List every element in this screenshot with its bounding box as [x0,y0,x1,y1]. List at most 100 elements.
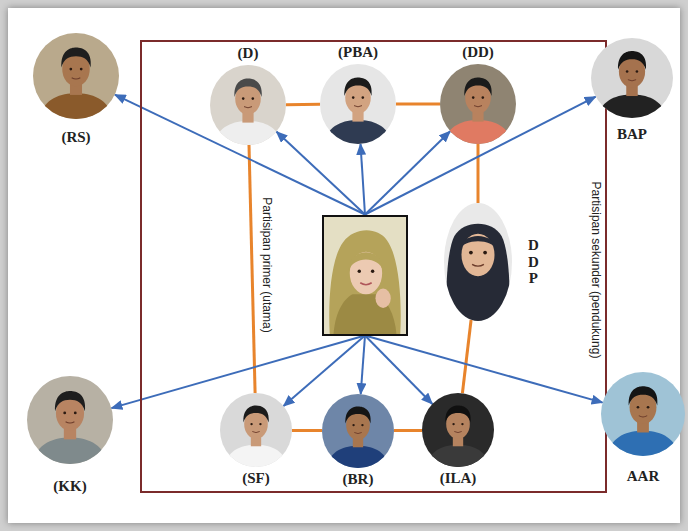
eye [452,423,454,425]
mouth [639,416,647,417]
eye [74,412,77,415]
eye [69,68,72,71]
eye [626,70,629,73]
group-label: Partisipan primer (utama) [259,197,273,332]
participant-node: (KK) [27,376,113,495]
shoulders [323,120,393,144]
mouth [454,431,461,432]
eye [469,251,473,255]
portrait-illustration [324,217,406,334]
portrait-circle [601,372,685,456]
shoulders [31,438,108,464]
mouth [66,422,75,423]
portrait-circle [33,33,119,119]
person-silhouette [601,372,685,456]
eye [250,423,252,425]
portrait-circle [320,64,396,144]
mouth [252,431,259,432]
person-silhouette [33,33,119,119]
name-label: AAR [627,468,660,485]
participant-node: AAR [601,372,685,485]
person-silhouette [422,393,494,467]
name-label: (BR) [343,471,374,488]
shoulders [325,446,390,468]
eye [259,423,261,425]
mouth [360,282,371,284]
participant-node: (DD) [440,44,516,144]
group-link [462,320,471,394]
group-link [394,429,422,432]
group-link [249,145,255,393]
person-silhouette [27,376,113,464]
hair [618,51,646,70]
eye [636,70,639,73]
portrait-circle [220,393,292,467]
name-label: (DD) [462,44,494,61]
hair [61,48,90,68]
mouth [628,80,636,81]
mouth [474,106,482,107]
shoulders [596,94,668,118]
hand [375,288,390,307]
name-label: (PBA) [338,44,378,61]
portrait-circle [444,203,512,321]
relation-arrow [365,131,450,214]
name-label: (SF) [242,470,270,487]
eye [483,251,487,255]
shoulders [38,93,114,119]
shoulders [223,445,288,467]
hair [445,406,470,423]
relation-arrow [365,336,603,403]
participant-node: BAP [591,38,673,143]
name-label: (ILA) [440,470,477,487]
participant-node: (D) [210,45,286,145]
hair [464,78,491,96]
hijab-edge [459,236,497,250]
participant-node: (ILA) [422,393,494,487]
name-label: (RS) [61,129,90,146]
vertical-name-label: D D P [528,237,539,287]
person-silhouette [220,393,292,467]
shoulders [213,121,283,145]
shoulders [606,431,680,456]
portrait-circle [210,65,286,145]
hijab-edge [349,252,383,271]
portrait-circle [27,376,113,464]
hair [55,391,85,411]
hair [243,406,268,423]
name-label: (KK) [53,478,86,495]
hair [629,386,658,405]
eye [362,96,365,99]
eye [637,406,640,409]
photo-background [324,217,406,334]
person-silhouette [440,64,516,144]
eye [371,269,374,272]
eye [352,424,354,426]
participant-node: D D P [444,203,539,321]
group-link [292,429,322,432]
person-silhouette [320,64,396,144]
group-link [396,103,440,106]
portrait-circle [591,38,673,118]
face [350,251,382,294]
relation-arrow [276,132,365,215]
portrait-circle [440,64,516,144]
mouth [354,432,361,433]
portrait-photo [322,215,408,336]
relation-arrow [365,97,596,215]
shoulders [425,445,490,467]
person-silhouette [322,394,394,468]
group-link [477,144,480,203]
shoulders [443,120,513,144]
person-silhouette [444,203,512,321]
eye [647,406,650,409]
central-photo-node [322,215,408,336]
group-label: Partisipan sekunder (pendukung) [589,182,603,359]
eye [361,424,363,426]
mouth [472,264,484,266]
eye [63,412,66,415]
eye [482,96,485,99]
eye [80,68,83,71]
participant-node: (BR) [322,394,394,488]
